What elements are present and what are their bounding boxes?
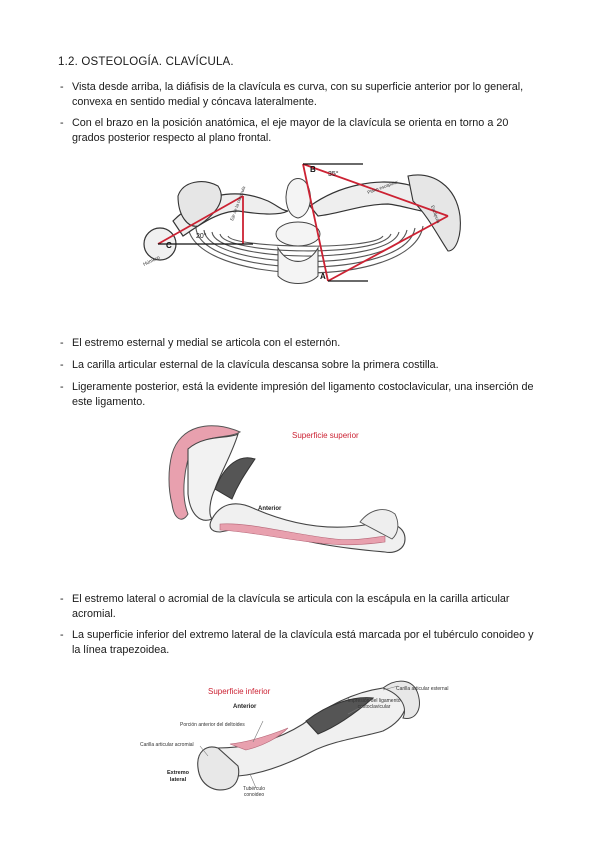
sternum [275, 178, 321, 284]
bullet-item: - El estremo esternal y medial se artico… [60, 337, 341, 349]
label-c: C [166, 241, 172, 250]
acromial-end-inferior [197, 746, 240, 791]
label-extremo-lateral-wrap: Extremo lateral [166, 770, 189, 783]
label-anterior: Anterior [258, 506, 282, 512]
angle-left-label: 20° [196, 232, 207, 240]
label-carilla-acromial: Carilla articular acromial [140, 742, 194, 748]
costoclavicular-impression [305, 697, 375, 735]
deltoid-area [229, 727, 289, 751]
bullet-item: - El estremo lateral o acromial de la cl… [60, 593, 510, 620]
axis-lines [157, 163, 449, 282]
bullet-dash: - [60, 81, 64, 93]
angle-right-label: 35° [328, 170, 339, 178]
label-impresion-wrap: Impresión del ligamento costoclavicular [347, 698, 401, 710]
dark-muscle-area [214, 457, 256, 500]
figure-clavicle-axis: 20° 35° B A C Húmero Eje de la clavícula… [142, 163, 461, 284]
figure-superior-surface: Superficie superior Anterior [168, 425, 406, 553]
label-anterior-inferior: Anterior [233, 704, 257, 710]
bullet-dash: - [60, 593, 64, 605]
reference-lines [158, 163, 368, 282]
leader-lines [199, 685, 399, 789]
label-b: B [310, 165, 316, 174]
label-tuberculo-wrap: Tubérculo conoideo [242, 786, 266, 798]
figure-inferior-surface: Superficie inferior Anterior Carilla art… [140, 680, 449, 798]
label-carilla-esternal: Carilla articular esternal [396, 686, 449, 692]
bullet-dash: - [60, 359, 64, 371]
inferior-surface-title: Superficie inferior [208, 687, 271, 696]
bullet-item: - La carilla articular esternal de la cl… [60, 359, 439, 371]
bullet-dash: - [60, 337, 64, 349]
right-scapula [407, 174, 461, 252]
section-heading: 1.2. OSTEOLOGÍA. CLAVÍCULA. [58, 56, 234, 68]
pink-band [219, 523, 386, 546]
sternal-end [359, 509, 399, 540]
bullet-dash: - [60, 381, 64, 393]
label-extremo-lateral: Extremo lateral [166, 770, 189, 783]
bullet-dash: - [60, 629, 64, 641]
label-tuberculo: Tubérculo conoideo [242, 786, 266, 798]
bullet-dash: - [60, 117, 64, 129]
label-scapula: Escápula [430, 205, 441, 225]
superior-surface-title: Superficie superior [292, 431, 359, 440]
bullet-item: - Vista desde arriba, la diáfisis de la … [60, 81, 524, 108]
bullet-item: - Ligeramente posterior, está la evident… [60, 381, 534, 408]
label-a: A [320, 272, 326, 281]
sternal-end-inferior [381, 680, 420, 720]
bullet-item: - Con el brazo en la posición anatómica,… [60, 117, 509, 144]
label-porcion-deltoides: Porción anterior del deltoides [180, 722, 245, 728]
label-impresion: Impresión del ligamento costoclavicular [347, 698, 401, 710]
bullet-item: - La superficie inferior del extremo lat… [60, 629, 534, 656]
pink-muscle-area [168, 425, 242, 520]
